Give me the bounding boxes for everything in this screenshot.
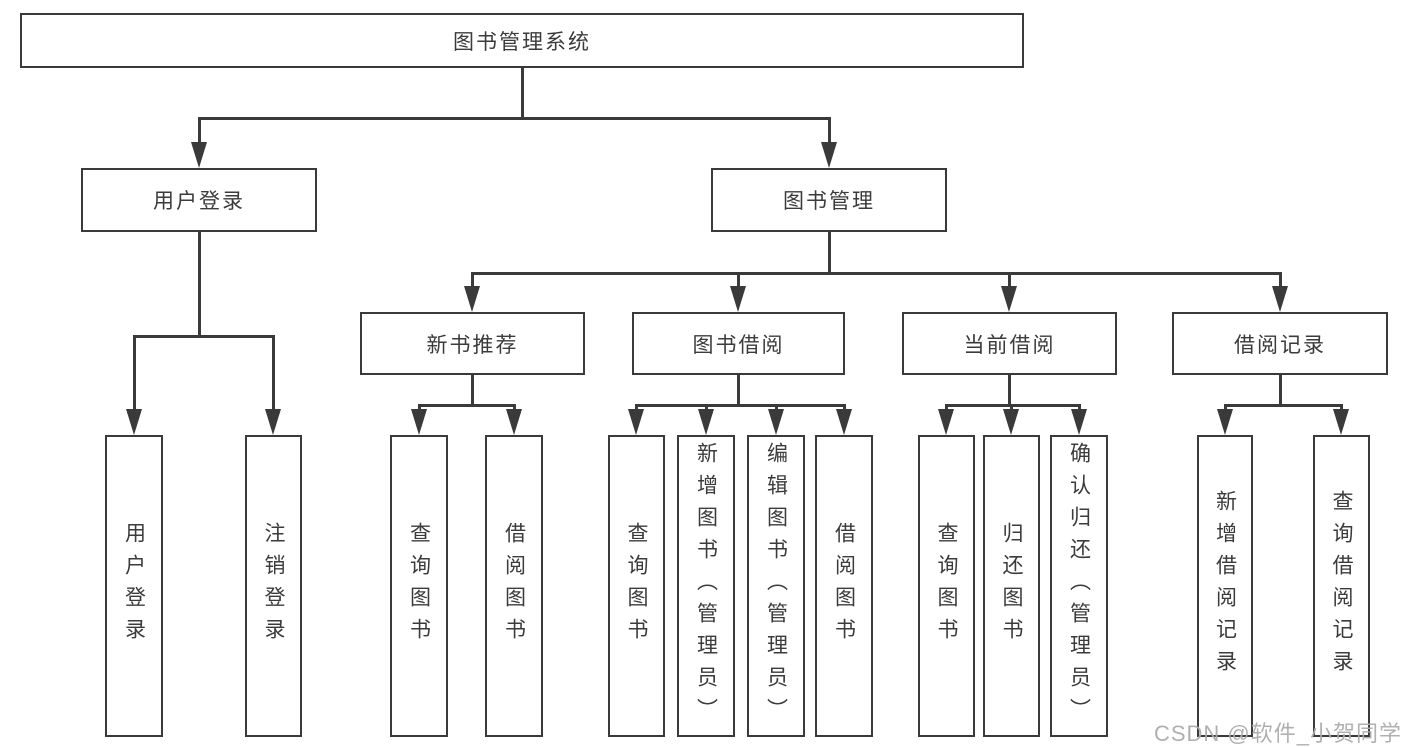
edge-line [198, 118, 201, 148]
node-label: 借阅记录 [1234, 333, 1326, 357]
arrowhead-icon [191, 142, 207, 168]
node-leaf-borrow-book-borrowing: 借阅图书 [815, 435, 873, 737]
node-label: 新增图书（管理员） [694, 442, 718, 730]
node-label: 新书推荐 [426, 333, 519, 357]
node-label: 归还图书 [1000, 522, 1023, 650]
edge-line [418, 404, 516, 407]
edge-line [737, 375, 740, 407]
node-leaf-add-borrow-record: 新增借阅记录 [1197, 435, 1253, 737]
edge-line [1008, 375, 1011, 407]
node-label: 当前借阅 [963, 333, 1056, 357]
arrowhead-icon [1217, 409, 1233, 435]
node-label: 借阅图书 [832, 522, 856, 650]
node-label: 图书借阅 [692, 333, 785, 357]
node-leaf-user-login: 用户登录 [105, 435, 163, 737]
edge-line [737, 273, 740, 292]
node-leaf-add-book-admin: 新增图书（管理员） [677, 435, 735, 737]
node-book-borrowing: 图书借阅 [632, 312, 845, 375]
arrowhead-icon [265, 409, 281, 435]
node-new-book-recommend: 新书推荐 [360, 312, 585, 375]
edge-line [272, 336, 275, 415]
node-label: 借阅图书 [502, 522, 526, 650]
node-leaf-logout: 注销登录 [245, 435, 302, 737]
arrowhead-icon [730, 286, 746, 312]
arrowhead-icon [821, 142, 837, 168]
arrowhead-icon [1071, 409, 1087, 435]
edge-line [1279, 273, 1282, 292]
node-label: 查询图书 [935, 522, 958, 650]
node-label: 新增借阅记录 [1213, 490, 1237, 682]
node-leaf-return-book: 归还图书 [983, 435, 1040, 737]
node-leaf-query-borrow-record: 查询借阅记录 [1313, 435, 1370, 737]
node-leaf-edit-book-admin: 编辑图书（管理员） [747, 435, 805, 737]
edge-line [133, 336, 136, 415]
node-leaf-query-book-recommend: 查询图书 [390, 435, 448, 737]
node-current-borrowing: 当前借阅 [902, 312, 1117, 375]
node-label: 用户登录 [153, 190, 245, 213]
node-label: 图书管理 [783, 190, 875, 213]
node-label: 查询图书 [407, 522, 431, 650]
node-root: 图书管理系统 [20, 13, 1024, 68]
edge-line [1224, 404, 1343, 407]
arrowhead-icon [698, 409, 714, 435]
node-label: 确认归还（管理员） [1067, 442, 1091, 730]
edge-line [198, 232, 201, 338]
edge-line [1008, 273, 1011, 292]
edge-line [1279, 375, 1282, 407]
edge-line [471, 375, 474, 407]
watermark: CSDN @软件_小贺同学 [1153, 721, 1402, 746]
node-leaf-confirm-return-admin: 确认归还（管理员） [1050, 435, 1108, 737]
edge-line [828, 118, 831, 148]
edge-line [828, 232, 831, 275]
node-borrowing-records: 借阅记录 [1172, 312, 1388, 375]
arrowhead-icon [1001, 286, 1017, 312]
arrowhead-icon [411, 409, 427, 435]
arrowhead-icon [1333, 409, 1349, 435]
arrowhead-icon [1003, 409, 1019, 435]
arrowhead-icon [768, 409, 784, 435]
arrowhead-icon [126, 409, 142, 435]
node-leaf-borrow-book-recommend: 借阅图书 [485, 435, 543, 737]
node-user-login: 用户登录 [81, 168, 317, 232]
arrowhead-icon [938, 409, 954, 435]
arrowhead-icon [506, 409, 522, 435]
node-label: 查询借阅记录 [1330, 490, 1353, 682]
node-label: 注销登录 [262, 522, 285, 650]
edge-line [521, 68, 524, 120]
edge-line [198, 117, 831, 120]
node-leaf-query-book-current: 查询图书 [918, 435, 975, 737]
node-book-management: 图书管理 [711, 168, 947, 232]
node-label: 图书管理系统 [453, 30, 591, 54]
arrowhead-icon [464, 286, 480, 312]
edge-line [471, 273, 474, 292]
node-label: 用户登录 [122, 522, 146, 650]
node-label: 编辑图书（管理员） [764, 442, 788, 730]
edge-line [471, 272, 1282, 275]
node-leaf-query-book-borrowing: 查询图书 [608, 435, 665, 737]
arrowhead-icon [836, 409, 852, 435]
edge-line [945, 404, 1081, 407]
arrowhead-icon [628, 409, 644, 435]
node-label: 查询图书 [625, 522, 648, 650]
arrowhead-icon [1272, 286, 1288, 312]
edge-line [635, 404, 846, 407]
edge-line [133, 335, 275, 338]
